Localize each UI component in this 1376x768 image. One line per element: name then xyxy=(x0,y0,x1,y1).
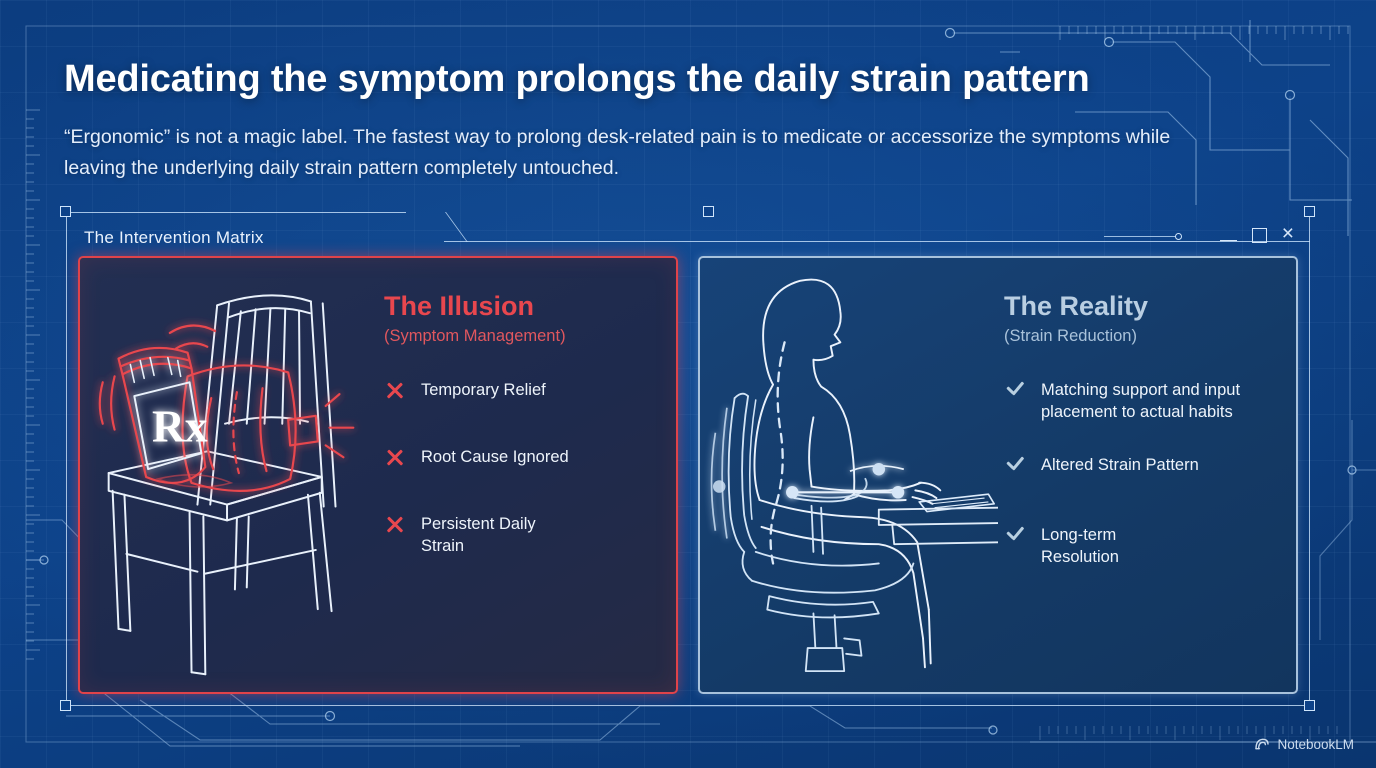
corner-handle-top-middle[interactable] xyxy=(703,206,714,217)
watermark-label: NotebookLM xyxy=(1277,736,1354,752)
list-item: Root Cause Ignored xyxy=(384,445,656,468)
corner-handle-bottom-right[interactable] xyxy=(1304,700,1315,711)
window-title: The Intervention Matrix xyxy=(84,228,264,247)
list-item-label: Root Cause Ignored xyxy=(421,448,569,467)
window-border-top-right xyxy=(444,241,1310,243)
illustration-chair-with-pill-bottle: Rx xyxy=(80,258,378,692)
panel-illusion-title: The Illusion xyxy=(384,291,535,321)
corner-handle-top-right[interactable] xyxy=(1304,206,1315,217)
panel-illusion-list: Temporary Relief Root Cause Ignored Pers… xyxy=(384,378,656,557)
list-item-label: Persistent Daily Strain xyxy=(421,515,536,556)
page-subtitle: “Ergonomic” is not a magic label. The fa… xyxy=(64,126,1171,179)
list-item-label: Altered Strain Pattern xyxy=(1041,456,1199,475)
list-item: Persistent Daily Strain xyxy=(384,512,656,557)
panel-reality: The Reality (Strain Reduction) Matching … xyxy=(698,256,1298,694)
panel-reality-title: The Reality xyxy=(1004,291,1149,321)
notebooklm-watermark: NotebookLM xyxy=(1254,736,1354,752)
list-item-label: Temporary Relief xyxy=(421,381,546,400)
panel-illusion-content: The Illusion (Symptom Management) Tempor… xyxy=(378,258,676,692)
maximize-icon[interactable] xyxy=(1251,227,1267,243)
panel-container: Rx The Illusion (Symptom Management) xyxy=(78,256,1298,694)
panel-reality-subtitle: (Strain Reduction) xyxy=(1004,326,1137,345)
list-item: Matching support and input placement to … xyxy=(1004,378,1276,423)
x-icon xyxy=(384,513,406,535)
panel-reality-list: Matching support and input placement to … xyxy=(1004,378,1276,568)
x-icon xyxy=(384,379,406,401)
list-item-label: Long-term Resolution xyxy=(1041,526,1119,567)
list-item: Temporary Relief xyxy=(384,378,656,401)
lumbar-point-indicator xyxy=(712,480,726,493)
control-leader-line xyxy=(1104,233,1182,240)
panel-reality-content: The Reality (Strain Reduction) Matching … xyxy=(998,258,1296,692)
illustration-person-at-desk xyxy=(700,258,999,692)
minimize-icon[interactable] xyxy=(1219,239,1237,242)
panel-illusion-subtitle: (Symptom Management) xyxy=(384,326,566,345)
intervention-matrix-window: The Intervention Matrix × xyxy=(60,206,1315,711)
rx-label: Rx xyxy=(152,401,208,451)
window-border xyxy=(66,212,1310,706)
spine-curve-indicator xyxy=(769,341,786,565)
window-controls: × xyxy=(1219,222,1294,245)
corner-handle-bottom-left[interactable] xyxy=(60,700,71,711)
window-border-top-left xyxy=(66,212,406,214)
list-item-label: Matching support and input placement to … xyxy=(1041,381,1241,422)
check-icon xyxy=(1004,455,1026,477)
check-icon xyxy=(1004,525,1026,547)
leader-line xyxy=(1104,235,1176,238)
x-icon xyxy=(384,446,406,468)
list-item: Long-term Resolution xyxy=(1004,523,1276,568)
panel-illusion: Rx The Illusion (Symptom Management) xyxy=(78,256,678,694)
close-icon[interactable]: × xyxy=(1281,222,1294,245)
list-item: Altered Strain Pattern xyxy=(1004,453,1276,477)
page-title: Medicating the symptom prolongs the dail… xyxy=(64,58,1090,100)
corner-handle-top-left[interactable] xyxy=(60,206,71,217)
leader-node-icon xyxy=(1175,233,1182,240)
check-icon xyxy=(1004,380,1026,402)
notebooklm-icon xyxy=(1255,738,1270,750)
